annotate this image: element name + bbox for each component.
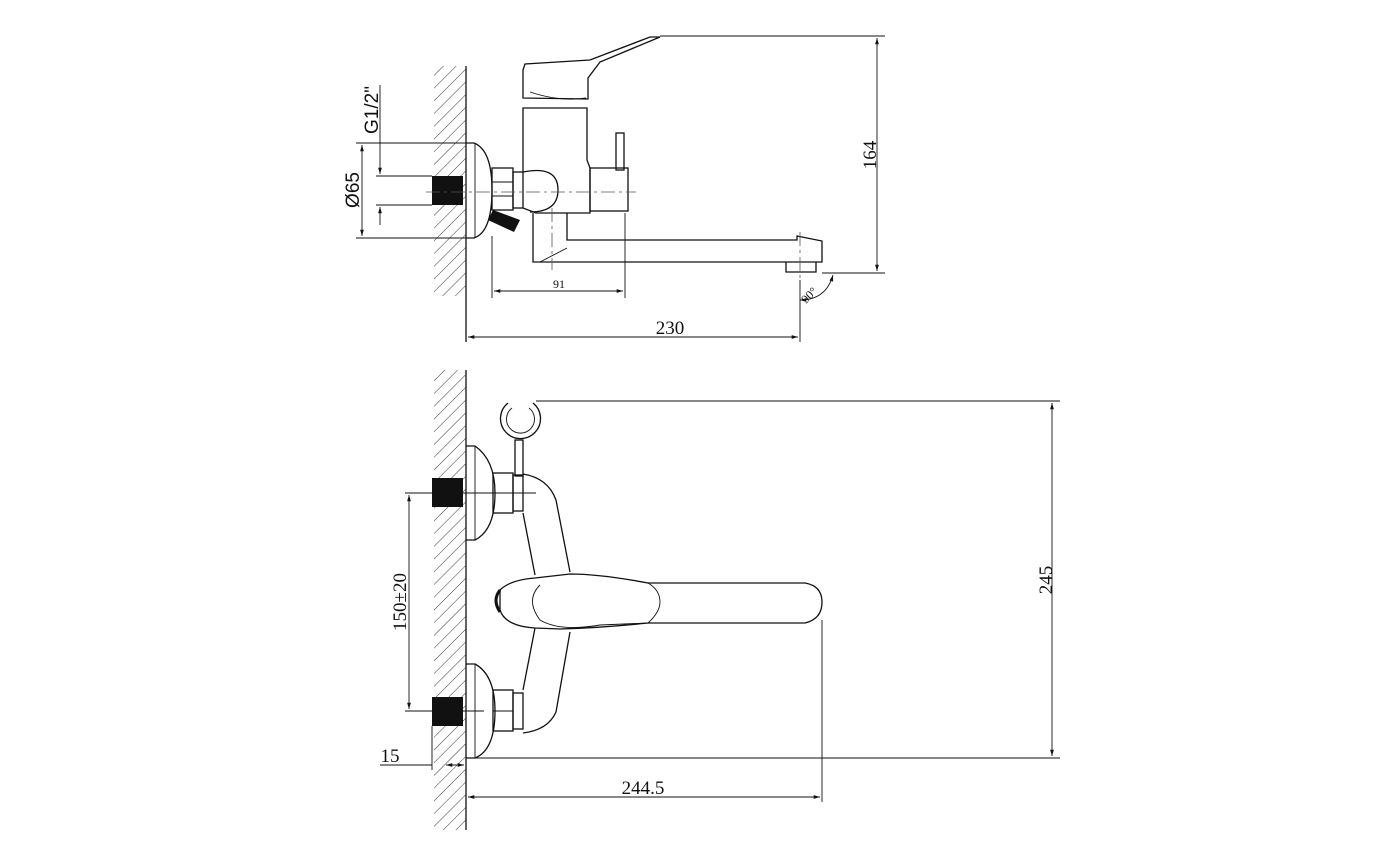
dim-thread-g12: G1/2": [362, 86, 383, 134]
nut: [491, 167, 514, 211]
nut-lower: [492, 689, 514, 732]
dim-swivel-90: 90°: [798, 284, 820, 306]
inlet-thread-upper: [432, 478, 463, 507]
wall-hatching: [434, 370, 466, 830]
dim-inlet-spacing: 150±20: [390, 573, 411, 631]
dim-height-164: 164: [860, 140, 881, 169]
inlet-thread-lower: [432, 697, 463, 726]
spout: [532, 213, 823, 263]
lever: [499, 573, 823, 630]
dim-lever-reach: 244.5: [622, 778, 665, 799]
diverter-rod: [615, 132, 625, 171]
dim-height-245: 245: [1036, 566, 1057, 595]
dim-total-reach-230: 230: [656, 318, 685, 339]
front-view: 245 150±20 15 244.5: [380, 370, 1060, 830]
mixer-body: [522, 107, 591, 214]
aerator: [785, 262, 817, 273]
dim-body-reach-91: 91: [553, 277, 565, 291]
dim-wall-offset-15: 15: [381, 746, 400, 767]
mixer-body: [522, 473, 571, 734]
shower-holder: [499, 402, 542, 440]
lever: [522, 36, 661, 100]
top-view: 164 91 230 90° Ø65 G1/2": [343, 35, 885, 342]
diverter-knob: [488, 210, 520, 232]
dim-rosette-diameter: Ø65: [343, 172, 364, 208]
inlet-thread: [432, 176, 463, 205]
rosette: [466, 142, 493, 239]
